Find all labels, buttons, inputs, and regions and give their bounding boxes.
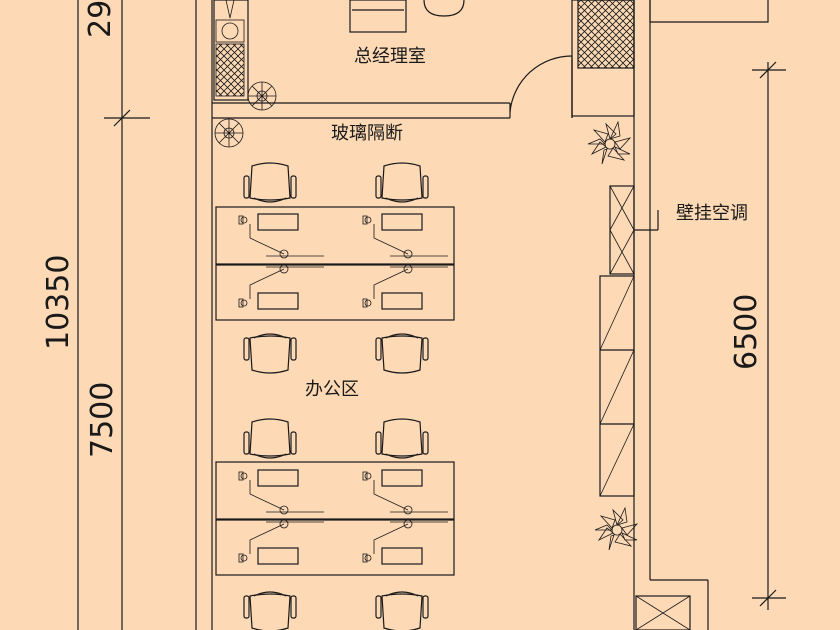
dimension-total: 10350 — [41, 255, 76, 350]
desk-icon — [349, 0, 407, 33]
dimension-right: 6500 — [729, 294, 764, 370]
label-gm-office: 总经理室 — [354, 46, 426, 67]
plant-icon — [587, 121, 631, 165]
right-dimension-line — [752, 61, 786, 610]
dimension-office: 7500 — [85, 382, 120, 458]
plant-icon — [594, 507, 638, 551]
plant-icon — [214, 118, 244, 148]
label-wall-ac: 壁挂空调 — [676, 203, 748, 224]
desk-cluster-1 — [215, 162, 455, 374]
left-dimension-lines — [77, 0, 150, 630]
air-conditioner-icon — [609, 185, 635, 275]
chair-icon — [423, 0, 465, 17]
exterior-walls — [195, 0, 709, 630]
dimension-top: 29 — [83, 0, 118, 38]
gm-office — [212, 0, 635, 148]
cabinet-icon — [577, 0, 635, 69]
label-glass-partition: 玻璃隔断 — [331, 123, 403, 144]
top-right-structure — [649, 0, 769, 23]
label-office-area: 办公区 — [305, 379, 359, 400]
desk-cluster-2 — [215, 418, 455, 630]
right-cabinets — [587, 121, 691, 630]
plant-icon — [247, 81, 277, 111]
